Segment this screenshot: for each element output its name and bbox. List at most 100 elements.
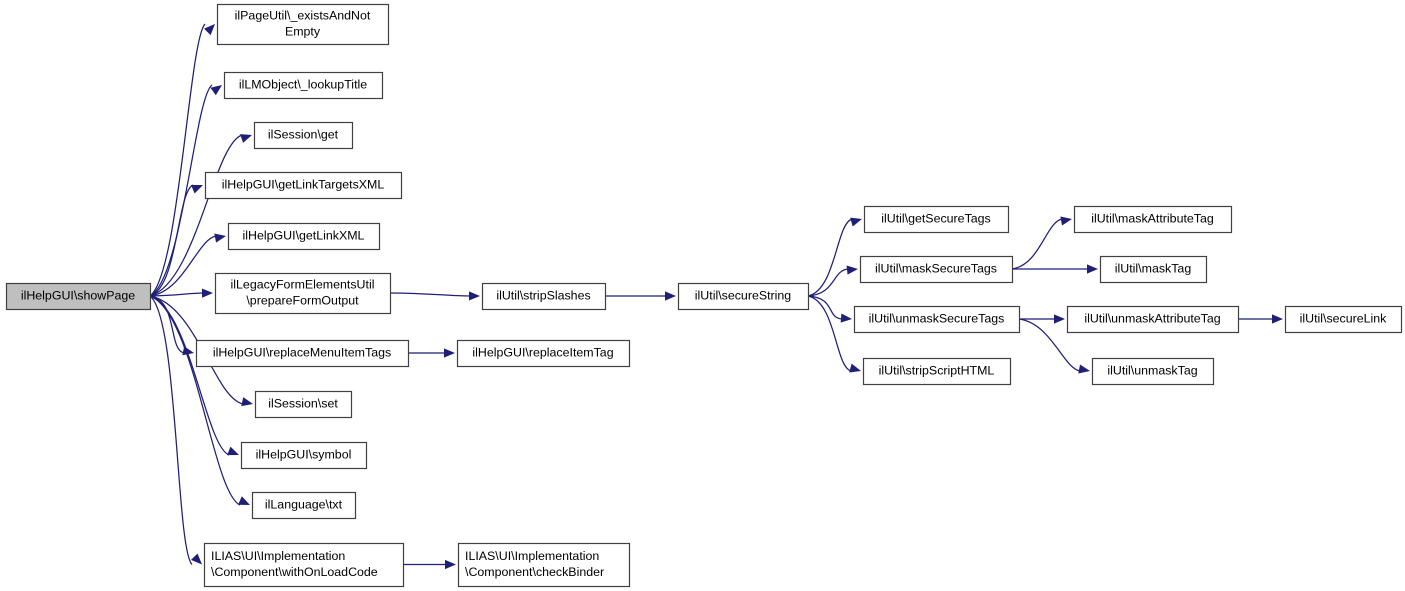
node-label-line: ilUtil\maskTag [1115,261,1192,275]
node-box [254,390,353,419]
arrowhead-icon [240,134,252,143]
edge-line [149,23,206,297]
edge-stripslashes-to-securestring [605,291,676,301]
edge-replacemenuitem-to-replaceitemtag [408,348,455,358]
node-box [481,282,607,311]
edge-line [149,184,194,297]
arrowhead-icon [846,265,858,275]
graph-node-linkxml[interactable]: ilHelpGUI\getLinkXML [227,222,381,251]
arrowhead-icon [210,85,222,96]
edge-showpage-to-symbol [149,295,239,456]
graph-node-prepareform[interactable]: ilLegacyFormElementsUtil\prepareFormOutp… [214,272,392,315]
node-label-line: ilUtil\getSecureTags [881,211,991,225]
graph-node-replaceitemtag[interactable]: ilHelpGUI\replaceItemTag [456,339,631,368]
node-label-line: ilHelpGUI\replaceItemTag [472,345,613,359]
node-box [5,282,152,311]
arrowhead-icon [1078,364,1090,374]
edge-securestring-to-getsecuretags [807,217,862,297]
node-box [204,171,403,200]
graph-node-withonloadcode[interactable]: ILIAS\UI\Implementation \Component\withOn… [203,542,405,588]
node-box [1091,357,1215,386]
graph-node-unmaskattrtag[interactable]: ilUtil\unmaskAttributeTag [1066,305,1240,334]
node-box [863,205,1010,234]
graph-node-linktargetsxml[interactable]: ilHelpGUI\getLinkTargetsXML [204,171,403,200]
edge-line [807,295,843,320]
node-label-line: ilUtil\secureLink [1300,311,1388,325]
graph-node-languagetxt[interactable]: ilLanguage\txt [251,491,357,520]
edge-line [1018,318,1081,372]
graph-node-stripscripthtml[interactable]: ilUtil\stripScriptHTML [862,357,1012,386]
edge-showpage-to-prepareform [149,288,213,298]
node-box [853,305,1021,334]
arrowhead-icon [468,291,480,301]
graph-node-checkbinder[interactable]: ILIAS\UI\Implementation\Component\checkB… [457,542,631,588]
node-box [1066,305,1240,334]
edge-showpage-to-existsandnot [149,23,215,297]
graph-node-stripslashes[interactable]: ilUtil\stripSlashes [481,282,607,311]
node-box [203,542,405,588]
graph-node-lookuptitle[interactable]: ilLMObject\_lookupTitle [223,71,384,100]
node-label-line: ilPageUtil\_existsAndNot [235,8,371,22]
node-box [195,339,410,368]
graph-node-securestring[interactable]: ilUtil\secureString [677,282,810,311]
node-label-line: ilSession\get [268,127,339,141]
edge-line [149,84,213,297]
node-label-line: \prepareFormOutput [246,293,359,307]
edge-line [149,292,204,297]
arrowhead-icon [238,496,250,505]
edge-line [149,295,185,354]
arrowhead-icon [190,553,202,565]
arrowhead-icon [850,217,862,227]
node-box [216,3,390,46]
edge-showpage-to-lookuptitle [149,84,222,297]
arrowhead-icon [1060,216,1072,226]
arrowhead-icon [444,348,455,358]
edge-showpage-to-languagetxt [149,295,250,506]
arrowhead-icon [1087,264,1098,274]
edge-line [149,295,193,565]
node-label-line: ilHelpGUI\getLinkXML [243,228,365,242]
node-label-line: \Component\withOnLoadCode [211,565,378,579]
edge-securestring-to-masksecuretags [807,265,858,297]
edge-securestring-to-unmasksecuretags [807,295,852,323]
node-label-line: ilHelpGUI\getLinkTargetsXML [222,177,385,191]
node-label-line: ilHelpGUI\replaceMenuItemTags [213,345,391,359]
node-label-line: ilSession\set [268,396,338,410]
graph-node-masktag[interactable]: ilUtil\maskTag [1099,255,1208,284]
graph-node-unmasktag[interactable]: ilUtil\unmaskTag [1091,357,1215,386]
node-label-line: Empty [285,24,321,38]
arrowhead-icon [665,291,676,301]
edge-securestring-to-stripscripthtml [807,295,861,373]
arrowhead-icon [1054,314,1065,324]
graph-node-showpage[interactable]: ilHelpGUI\showPage [5,282,152,311]
node-box [251,491,357,520]
node-label-line: ilHelpGUI\showPage [21,288,135,302]
graph-node-replacemenuitem[interactable]: ilHelpGUI\replaceMenuItemTags [195,339,410,368]
graph-node-securelink[interactable]: ilUtil\secureLink [1284,305,1403,334]
graph-node-masksecuretags[interactable]: ilUtil\maskSecureTags [859,255,1014,284]
node-label-line: ilHelpGUI\symbol [256,447,352,461]
graph-node-sessionget[interactable]: ilSession\get [253,121,354,150]
node-label-line: ilLanguage\txt [265,497,343,511]
graph-node-sessionset[interactable]: ilSession\set [254,390,353,419]
node-box [859,255,1014,284]
graph-node-maskattributetag[interactable]: ilUtil\maskAttributeTag [1073,205,1233,234]
graph-node-unmasksecuretags[interactable]: ilUtil\unmaskSecureTags [853,305,1021,334]
graph-node-getsecuretags[interactable]: ilUtil\getSecureTags [863,205,1010,234]
node-box [253,121,354,150]
arrowhead-icon [214,233,226,243]
edge-line [149,235,217,297]
edge-layer [149,23,1283,570]
node-label-line: ILIAS\UI\Implementation [211,549,345,563]
graph-node-symbol[interactable]: ilHelpGUI\symbol [240,441,368,470]
node-box [1099,255,1208,284]
node-box [677,282,810,311]
edge-line [807,218,853,297]
node-box [227,222,381,251]
node-label-line: ilUtil\maskSecureTags [875,261,997,275]
node-box [862,357,1012,386]
arrowhead-icon [227,446,239,456]
edge-showpage-to-linkxml [149,233,226,297]
node-layer: ilHelpGUI\showPage ilPageUtil\_existsAndN… [5,3,1403,588]
